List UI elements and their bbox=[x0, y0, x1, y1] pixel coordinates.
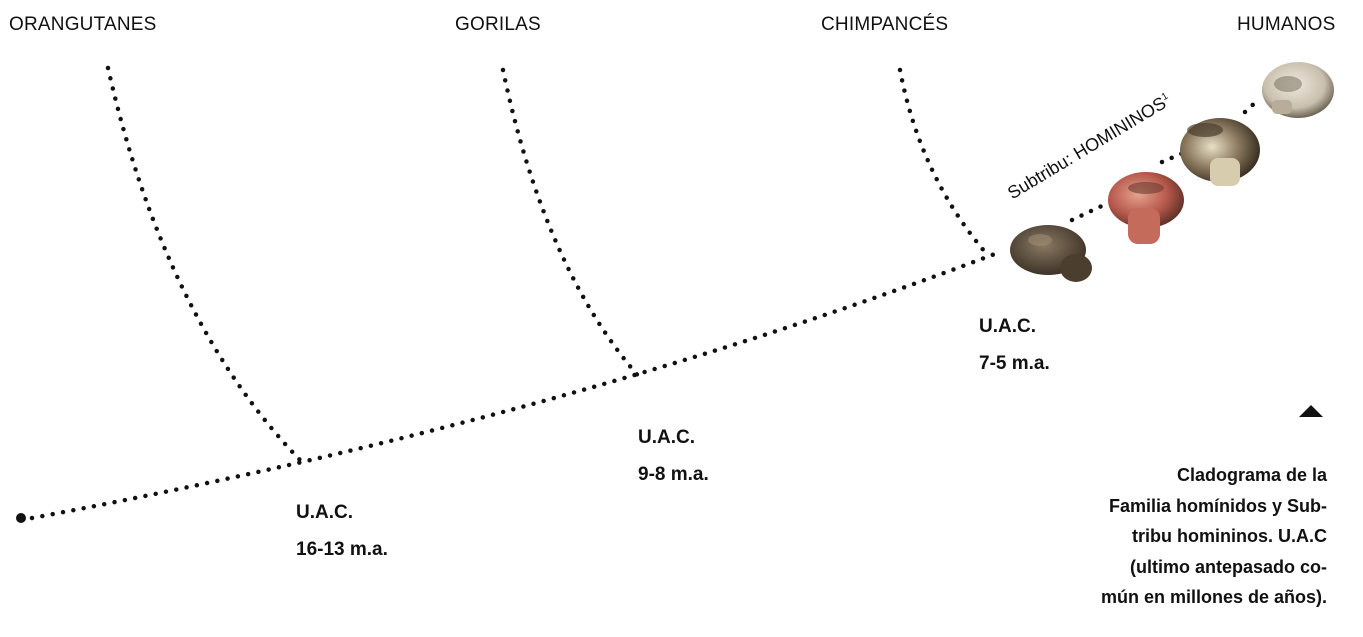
node-uac-label: U.A.C. bbox=[296, 502, 353, 523]
node-age: 7-5 m.a. bbox=[979, 353, 1050, 374]
node-uac-label: U.A.C. bbox=[638, 427, 695, 448]
node-label-9-8: U.A.C. 9-8 m.a. bbox=[638, 419, 709, 493]
caption-line: (ultimo antepasado co- bbox=[1129, 556, 1327, 577]
branch-gorilas bbox=[500, 67, 643, 381]
taxon-humanos: HUMANOS bbox=[1237, 14, 1336, 35]
branch-orangutanes bbox=[105, 65, 303, 463]
branch-homininos-1 bbox=[1069, 201, 1109, 223]
taxon-orangutanes: ORANGUTANES bbox=[9, 14, 157, 35]
branch-homininos-3 bbox=[1242, 97, 1261, 115]
branch-chimpances bbox=[897, 67, 988, 255]
root-node bbox=[16, 513, 26, 523]
node-label-16-13: U.A.C. 16-13 m.a. bbox=[296, 494, 388, 568]
node-age: 16-13 m.a. bbox=[296, 539, 388, 560]
caption-line: tribu homininos. U.A.C bbox=[1132, 526, 1327, 546]
node-age: 9-8 m.a. bbox=[638, 464, 709, 485]
figure-caption: Cladograma de la Familia homínidos y Sub… bbox=[1017, 460, 1327, 613]
caption-line: Familia homínidos y Sub- bbox=[1108, 495, 1327, 516]
node-label-7-5: U.A.C. 7-5 m.a. bbox=[979, 308, 1050, 382]
caption-line: mún en millones de años). bbox=[1100, 587, 1327, 607]
skull-icon bbox=[1180, 118, 1260, 186]
caption-line: Cladograma de la bbox=[1176, 465, 1327, 485]
up-arrow-icon bbox=[1299, 405, 1323, 417]
taxon-chimpances: CHIMPANCÉS bbox=[821, 14, 949, 35]
skull-icon bbox=[1108, 172, 1184, 244]
node-uac-label: U.A.C. bbox=[979, 316, 1036, 337]
skull-icon bbox=[1262, 62, 1334, 118]
skull-icon bbox=[1010, 225, 1092, 282]
main-lineage-line bbox=[29, 249, 1003, 521]
taxon-gorilas: GORILAS bbox=[455, 14, 541, 35]
